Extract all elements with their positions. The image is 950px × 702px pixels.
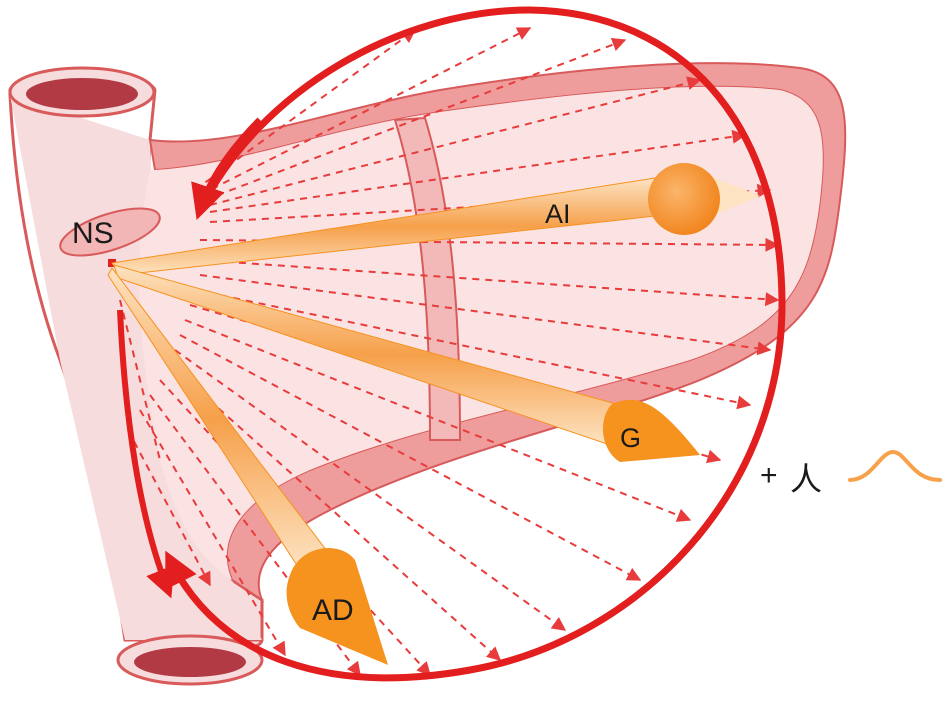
dashed-arrow <box>209 76 702 206</box>
dashed-arrow <box>199 27 532 196</box>
dashed-arrow <box>179 334 642 581</box>
g-arrowhead-icon <box>602 399 700 462</box>
beam-ai: AI <box>111 163 760 276</box>
dashed-arrow <box>139 409 286 657</box>
ai-ball-icon <box>648 163 720 235</box>
descending-arrow <box>117 309 175 599</box>
plus-sign: + <box>760 459 778 492</box>
inflection-annotation: + 人 <box>760 449 942 497</box>
inflection-glyph: 人 <box>790 461 822 497</box>
ns-label: NS <box>72 217 114 250</box>
dashed-arrow <box>169 364 502 661</box>
dashed-arrow <box>119 299 161 461</box>
bell-wave-icon <box>848 449 942 482</box>
ai-label: AI <box>545 199 571 229</box>
dashed-arrow <box>209 183 772 223</box>
dashed-arrow <box>204 37 627 201</box>
activation-circle <box>117 6 786 682</box>
sinus-node-shape <box>59 207 161 257</box>
g-label: G <box>620 423 641 453</box>
circle-arc <box>165 6 786 682</box>
vessel-bottom-lumen <box>134 647 246 677</box>
circle-arrow-top <box>191 117 263 220</box>
beam-ad: AD <box>107 267 388 665</box>
beam-g: G <box>113 264 700 462</box>
vessel-top-lumen <box>26 78 138 110</box>
dashed-arrow <box>174 349 567 631</box>
ad-label: AD <box>312 594 354 627</box>
dashed-arrow <box>194 289 752 410</box>
dashed-arrow <box>199 259 780 307</box>
dashed-arrow <box>199 274 772 356</box>
ad-arrowhead-icon <box>286 548 388 665</box>
